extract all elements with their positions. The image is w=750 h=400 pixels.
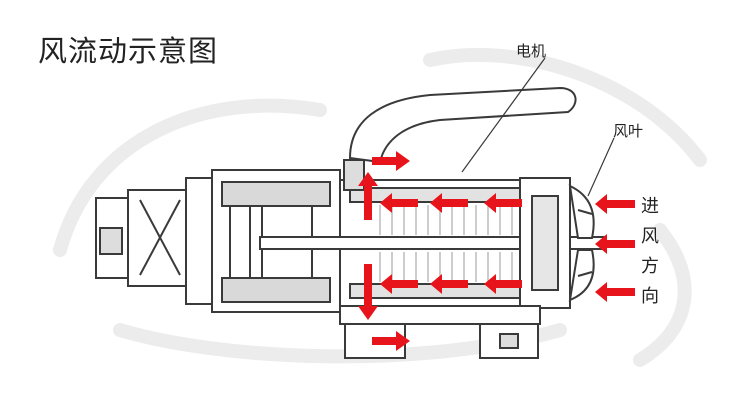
airflow-direction-char: 方 xyxy=(641,256,659,277)
airflow-arrow xyxy=(595,194,635,214)
airflow-arrow xyxy=(595,282,635,302)
airflow-arrow xyxy=(358,172,378,220)
airflow-arrow xyxy=(372,331,410,351)
rear-cap xyxy=(95,177,213,305)
airflow-direction-char: 向 xyxy=(641,286,659,307)
airflow-arrow xyxy=(380,193,418,213)
airflow-arrow xyxy=(595,234,635,254)
airflow-arrow xyxy=(380,274,418,294)
front-cap xyxy=(519,177,571,309)
airflow-arrow xyxy=(430,274,468,294)
handle xyxy=(348,86,577,164)
fan-blades xyxy=(568,184,595,302)
airflow-arrow xyxy=(484,193,522,213)
airflow-arrow xyxy=(358,264,378,320)
motor-leader-line xyxy=(461,57,546,173)
motor-label: 电机 xyxy=(516,42,547,60)
airflow-direction-char: 进 xyxy=(641,196,659,217)
airflow-arrow xyxy=(484,274,522,294)
airflow-direction-char: 风 xyxy=(641,226,659,247)
diagram-title: 风流动示意图 xyxy=(38,34,219,68)
airflow-arrow xyxy=(430,193,468,213)
airflow-arrow xyxy=(372,151,410,171)
fan-label: 风叶 xyxy=(613,122,644,140)
fan-leader-line xyxy=(587,137,615,197)
airflow-arrows xyxy=(358,151,635,351)
airflow-direction-label: 进 风 方 向 xyxy=(640,192,660,312)
